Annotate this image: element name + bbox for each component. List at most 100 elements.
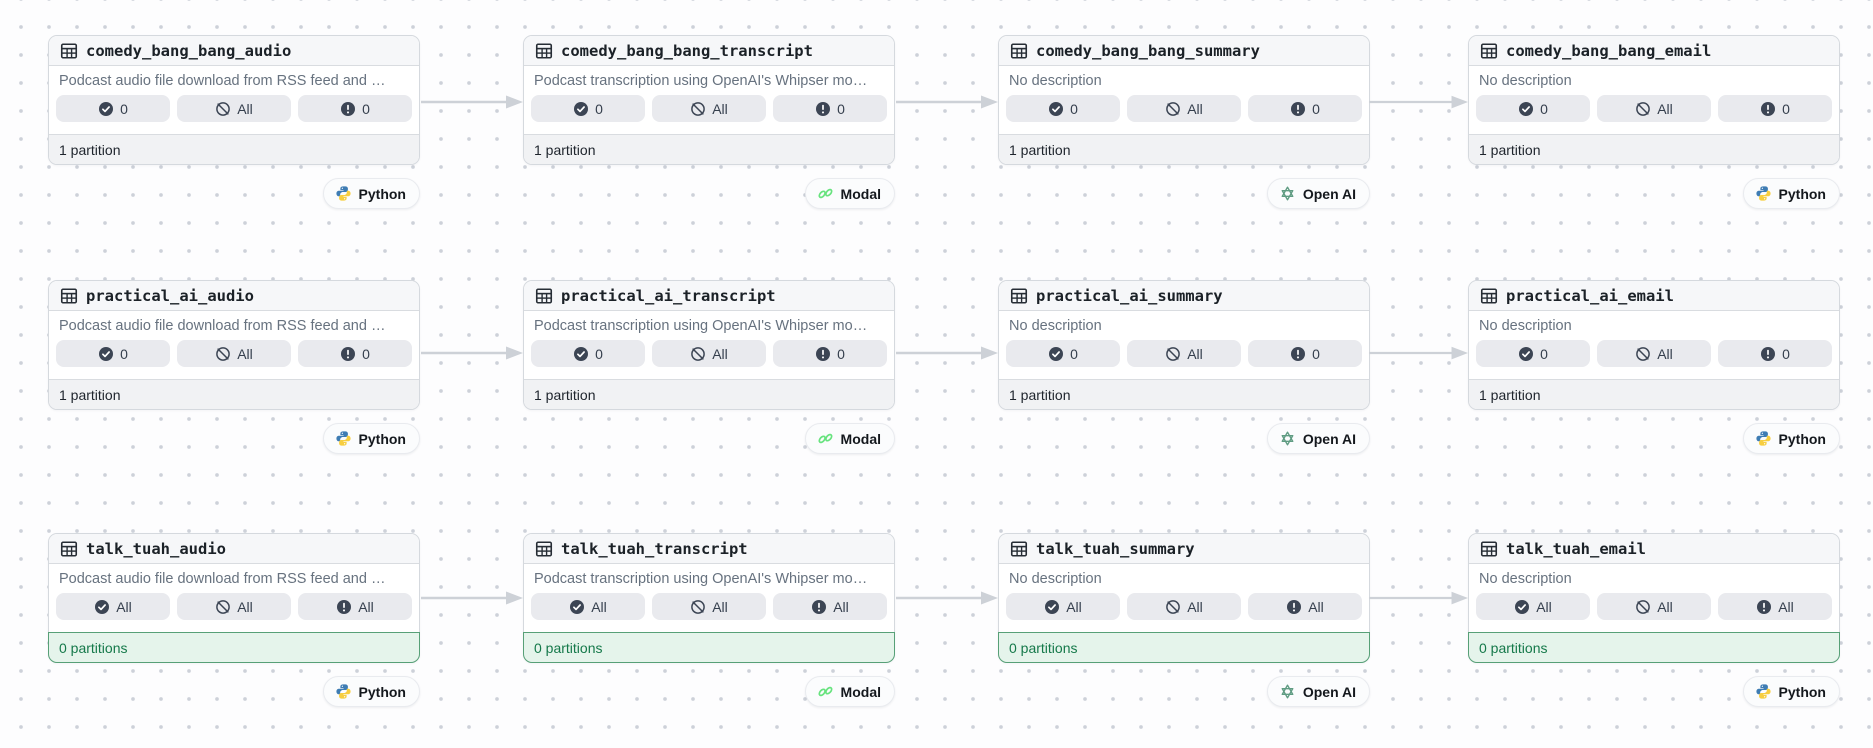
- check-circle-icon: [1518, 100, 1534, 117]
- partition-count: 1 partition: [524, 379, 894, 409]
- check-circle-icon: [1048, 100, 1064, 117]
- failed-count-pill: All: [1718, 593, 1832, 620]
- asset-node[interactable]: practical_ai_transcript Podcast transcri…: [523, 280, 895, 410]
- edge-arrow: [895, 345, 999, 361]
- ban-circle-icon: [1166, 599, 1181, 614]
- asset-node-header: practical_ai_transcript: [524, 281, 894, 311]
- asset-description: No description: [1479, 318, 1572, 334]
- missing-count-pill: All: [1597, 593, 1711, 620]
- asset-description: No description: [1009, 73, 1102, 89]
- alert-circle-icon: [337, 599, 352, 614]
- alert-circle-icon: [816, 346, 831, 361]
- asset-name: practical_ai_audio: [86, 286, 254, 305]
- asset-description: No description: [1009, 571, 1102, 587]
- ban-circle-icon: [1636, 346, 1651, 361]
- ban-circle-icon: [1636, 101, 1651, 116]
- asset-name: talk_tuah_audio: [86, 539, 226, 558]
- asset-node[interactable]: talk_tuah_audio Podcast audio file downl…: [48, 533, 420, 663]
- alert-circle-icon: [341, 346, 356, 361]
- asset-description: Podcast transcription using OpenAI's Whi…: [534, 73, 868, 89]
- asset-node-header: comedy_bang_bang_email: [1469, 36, 1839, 66]
- ban-circle-icon: [691, 346, 706, 361]
- materialized-count-pill: 0: [1006, 340, 1120, 367]
- asset-name: talk_tuah_transcript: [561, 539, 748, 558]
- python-logo-icon: [1755, 684, 1771, 699]
- asset-node[interactable]: practical_ai_summary No description 0 Al…: [998, 280, 1370, 410]
- ban-circle-icon: [216, 599, 231, 614]
- failed-count-pill: 0: [773, 95, 887, 122]
- table-grid-icon: [60, 540, 78, 557]
- missing-count-pill: All: [652, 593, 766, 620]
- asset-name: practical_ai_summary: [1036, 286, 1223, 305]
- modal-logo-icon: [816, 685, 834, 698]
- check-circle-icon: [573, 100, 589, 117]
- asset-node[interactable]: practical_ai_email No description 0 All …: [1468, 280, 1840, 410]
- table-grid-icon: [1010, 42, 1028, 59]
- ban-circle-icon: [1636, 599, 1651, 614]
- asset-description: No description: [1009, 318, 1102, 334]
- check-circle-icon: [1514, 598, 1531, 615]
- missing-count-pill: All: [652, 340, 766, 367]
- materialized-count-pill: All: [56, 593, 170, 620]
- asset-node-header: talk_tuah_email: [1469, 534, 1839, 564]
- edge-arrow: [1368, 94, 1469, 110]
- edge-arrow: [1368, 345, 1469, 361]
- check-circle-icon: [1048, 345, 1064, 362]
- kind-badge-modal: Modal: [804, 423, 895, 454]
- partition-count: 1 partition: [1469, 134, 1839, 164]
- materialized-count-pill: 0: [531, 340, 645, 367]
- asset-node-header: comedy_bang_bang_transcript: [524, 36, 894, 66]
- kind-badge-python: Python: [322, 423, 420, 454]
- partition-count: 1 partition: [999, 134, 1369, 164]
- asset-name: practical_ai_transcript: [561, 286, 776, 305]
- asset-node[interactable]: talk_tuah_email No description All All A…: [1468, 533, 1840, 663]
- openai-logo-icon: [1281, 431, 1294, 446]
- check-circle-icon: [1044, 598, 1061, 615]
- asset-node[interactable]: comedy_bang_bang_email No description 0 …: [1468, 35, 1840, 165]
- kind-badge-python: Python: [1742, 178, 1840, 209]
- modal-logo-icon: [816, 187, 834, 200]
- edge-arrow: [1368, 590, 1469, 606]
- failed-count-pill: 0: [1248, 340, 1362, 367]
- materialized-count-pill: All: [1006, 593, 1120, 620]
- alert-circle-icon: [812, 599, 827, 614]
- partition-count: 0 partitions: [48, 632, 420, 663]
- check-circle-icon: [98, 100, 114, 117]
- table-grid-icon: [535, 540, 553, 557]
- ban-circle-icon: [691, 599, 706, 614]
- partition-count: 0 partitions: [1468, 632, 1840, 663]
- materialized-count-pill: 0: [1476, 95, 1590, 122]
- check-circle-icon: [94, 598, 111, 615]
- asset-node-header: practical_ai_audio: [49, 281, 419, 311]
- table-grid-icon: [60, 287, 78, 304]
- missing-count-pill: All: [1127, 593, 1241, 620]
- ban-circle-icon: [691, 101, 706, 116]
- table-grid-icon: [535, 42, 553, 59]
- alert-circle-icon: [1291, 346, 1306, 361]
- openai-logo-icon: [1281, 684, 1294, 699]
- asset-name: comedy_bang_bang_summary: [1036, 41, 1260, 60]
- asset-node[interactable]: comedy_bang_bang_transcript Podcast tran…: [523, 35, 895, 165]
- table-grid-icon: [1480, 540, 1498, 557]
- kind-badge-python: Python: [1742, 423, 1840, 454]
- kind-badge-python: Python: [322, 178, 420, 209]
- asset-node[interactable]: practical_ai_audio Podcast audio file do…: [48, 280, 420, 410]
- table-grid-icon: [60, 42, 78, 59]
- python-logo-icon: [335, 431, 351, 446]
- failed-count-pill: All: [298, 593, 412, 620]
- edge-arrow: [420, 94, 524, 110]
- kind-badge-openai: Open AI: [1266, 178, 1370, 209]
- modal-logo-icon: [816, 432, 834, 445]
- materialized-count-pill: 0: [1476, 340, 1590, 367]
- failed-count-pill: All: [773, 593, 887, 620]
- asset-node[interactable]: talk_tuah_transcript Podcast transcripti…: [523, 533, 895, 663]
- asset-node[interactable]: comedy_bang_bang_audio Podcast audio fil…: [48, 35, 420, 165]
- missing-count-pill: All: [177, 95, 291, 122]
- asset-node-header: talk_tuah_audio: [49, 534, 419, 564]
- asset-node[interactable]: talk_tuah_summary No description All All…: [998, 533, 1370, 663]
- openai-logo-icon: [1281, 186, 1294, 201]
- kind-badge-openai: Open AI: [1266, 423, 1370, 454]
- asset-node[interactable]: comedy_bang_bang_summary No description …: [998, 35, 1370, 165]
- failed-count-pill: 0: [1718, 95, 1832, 122]
